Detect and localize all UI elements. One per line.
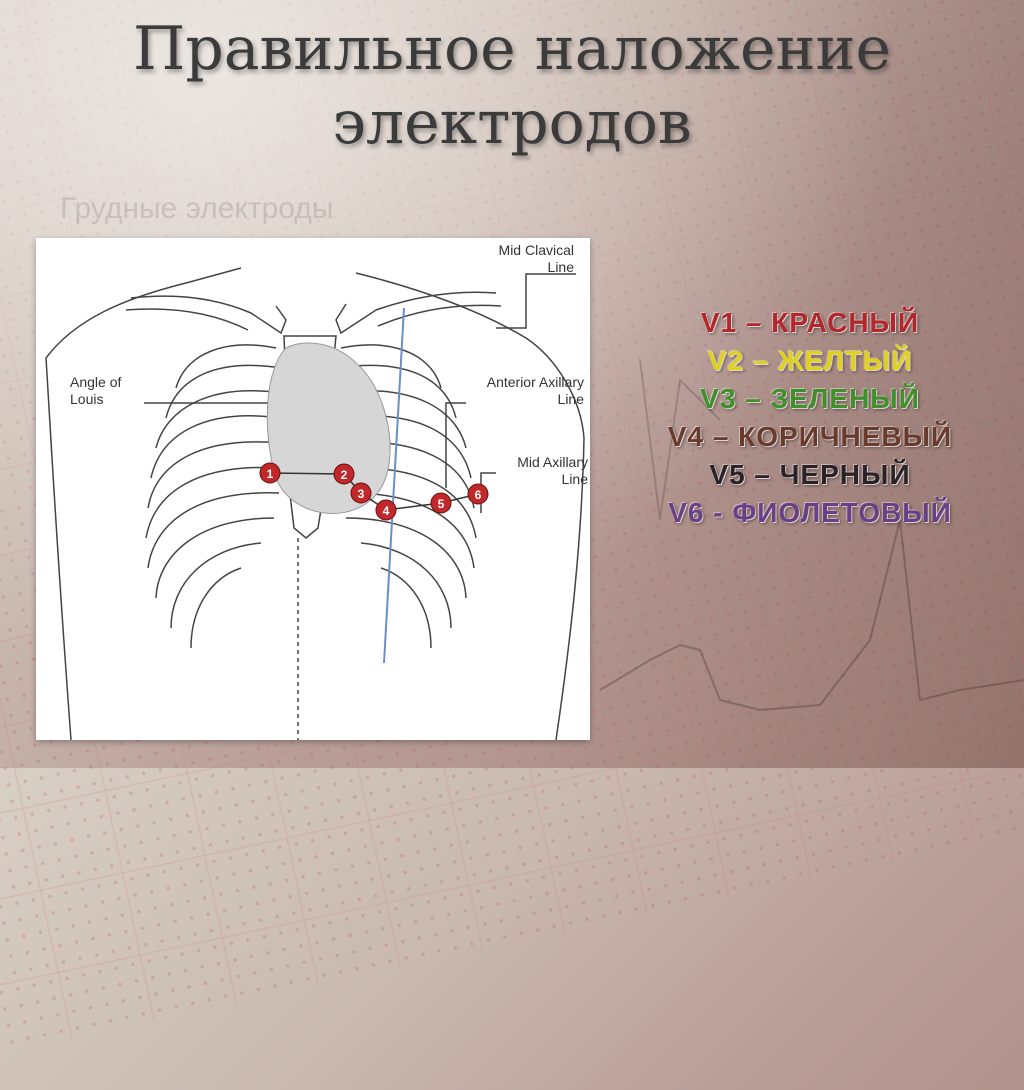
legend-item-v4: V4 – КОРИЧНЕВЫЙ	[667, 421, 953, 452]
electrode-v3	[350, 482, 372, 504]
legend-item-v2: V2 – ЖЕЛТЫЙ	[707, 345, 913, 376]
electrode-label-6: 6	[475, 488, 482, 502]
label-text: Line	[547, 259, 574, 275]
electrode-v6	[467, 483, 489, 505]
electrode-color-legend: V1 – КРАСНЫЙ V2 – ЖЕЛТЫЙ V3 – ЗЕЛЕНЫЙ V4…	[600, 304, 1020, 532]
electrode-label-5: 5	[438, 497, 445, 511]
chest-electrode-diagram: 1 2 3 4 5 6 Mid Clavical Line Angle of L…	[36, 238, 590, 740]
label-mid-clavical-line: Mid Clavical Line	[456, 242, 574, 276]
electrode-markers: 1 2 3 4 5 6	[259, 462, 489, 521]
legend-item-v5: V5 – ЧЕРНЫЙ	[709, 459, 911, 490]
title-line-2: электродов	[332, 88, 692, 158]
label-text: Mid Clavical	[498, 242, 574, 258]
label-text: Anterior Axillary	[486, 374, 584, 390]
electrode-label-1: 1	[267, 467, 274, 481]
electrode-v1	[259, 462, 281, 484]
ribcage-illustration: 1 2 3 4 5 6	[45, 267, 585, 740]
ecg-trace-background	[599, 359, 1024, 712]
electrode-label-4: 4	[383, 504, 390, 518]
electrode-label-3: 3	[358, 487, 365, 501]
faded-subtitle: Грудные электроды	[60, 192, 334, 225]
electrode-v4	[375, 499, 397, 521]
electrode-v5	[430, 492, 452, 514]
label-text: Mid Axillary	[517, 454, 588, 470]
slide-title: Правильное наложение электродов	[0, 12, 1024, 160]
label-angle-of-louis: Angle of Louis	[70, 374, 150, 408]
label-text: Line	[557, 391, 584, 407]
legend-item-v6: V6 - ФИОЛЕТОВЫЙ	[668, 497, 952, 528]
label-text: Louis	[70, 391, 104, 407]
label-anterior-axillary-line: Anterior Axillary Line	[448, 374, 584, 408]
title-line-1: Правильное наложение	[133, 14, 891, 84]
label-text: Line	[561, 471, 588, 487]
electrode-v2	[333, 463, 355, 485]
electrode-label-2: 2	[341, 468, 348, 482]
label-text: Angle of	[70, 374, 122, 390]
legend-item-v3: V3 – ЗЕЛЕНЫЙ	[700, 383, 920, 414]
label-mid-axillary-line: Mid Axillary Line	[480, 454, 588, 488]
legend-item-v1: V1 – КРАСНЫЙ	[700, 307, 920, 338]
